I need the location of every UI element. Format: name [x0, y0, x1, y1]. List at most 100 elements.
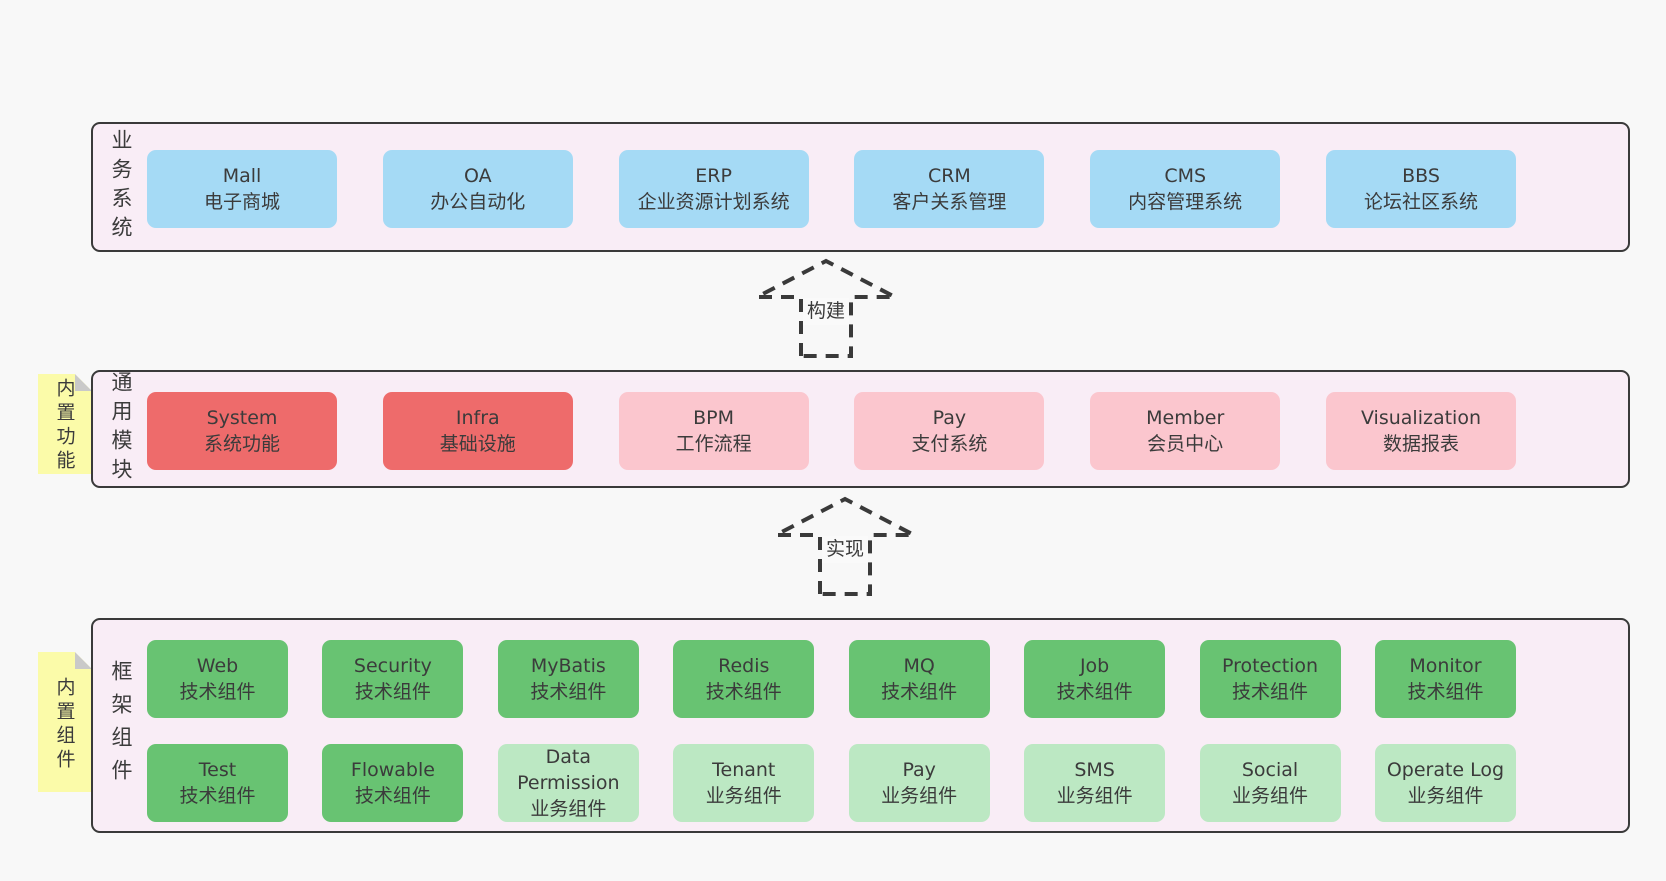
box-title: Protection: [1221, 655, 1319, 677]
box-mq: MQ 技术组件: [848, 640, 990, 718]
box-subtitle: 技术组件: [530, 681, 607, 703]
box-sms: SMS 业务组件: [1024, 744, 1166, 822]
business-systems-panel: 业务系统 Mall 电子商城 OA 办公自动化 ERP 企业资源计划系统 CRM…: [91, 122, 1630, 252]
box-title: Test: [198, 759, 237, 781]
up-arrow-icon: [756, 258, 896, 358]
box-crm: CRM 客户关系管理: [854, 150, 1045, 228]
box-bpm: BPM 工作流程: [618, 392, 809, 470]
box-data-permission: Data Permission 业务组件: [497, 744, 639, 822]
sticky-fold-corner: [75, 652, 92, 669]
box-member: Member 会员中心: [1090, 392, 1281, 470]
box-title: Pay: [932, 407, 967, 429]
box-pay-system: Pay 支付系统: [854, 392, 1045, 470]
box-erp: ERP 企业资源计划系统: [618, 150, 809, 228]
box-title: Web: [196, 655, 239, 677]
box-title: BBS: [1402, 165, 1440, 187]
box-bbs: BBS 论坛社区系统: [1325, 150, 1516, 228]
up-arrow-icon: [775, 496, 915, 596]
box-security: Security 技术组件: [322, 640, 464, 718]
box-subtitle: 技术组件: [705, 681, 782, 703]
box-subtitle: 技术组件: [179, 681, 256, 703]
box-tenant: Tenant 业务组件: [673, 744, 815, 822]
box-title: MyBatis: [530, 655, 606, 677]
box-subtitle: 技术组件: [354, 785, 431, 807]
box-monitor: Monitor 技术组件: [1374, 640, 1516, 718]
box-subtitle: 企业资源计划系统: [637, 191, 790, 213]
box-subtitle: 客户关系管理: [892, 191, 1007, 213]
box-infra: Infra 基础设施: [382, 392, 573, 470]
box-subtitle: 业务组件: [705, 785, 782, 807]
common-modules-panel: 通用模块 System 系统功能 Infra 基础设施 BPM 工作流程 Pay…: [91, 370, 1630, 488]
box-title: Operate Log: [1386, 759, 1505, 781]
box-subtitle: 数据报表: [1382, 433, 1459, 455]
box-title: System: [206, 407, 278, 429]
box-subtitle: 业务组件: [1056, 785, 1133, 807]
box-flowable: Flowable 技术组件: [322, 744, 464, 822]
box-title: Pay: [902, 759, 936, 781]
framework-components-panel: 框架组件 Web 技术组件 Security 技术组件 MyBatis 技术组件…: [91, 618, 1630, 833]
implement-arrow: 实现: [775, 496, 915, 596]
box-title: Mall: [222, 165, 262, 187]
box-subtitle: 工作流程: [675, 433, 752, 455]
box-subtitle: 技术组件: [881, 681, 958, 703]
framework-components-row-1: Web 技术组件 Security 技术组件 MyBatis 技术组件 Redi…: [147, 640, 1516, 718]
business-systems-row: Mall 电子商城 OA 办公自动化 ERP 企业资源计划系统 CRM 客户关系…: [147, 150, 1516, 228]
box-visualization: Visualization 数据报表: [1325, 392, 1516, 470]
box-web: Web 技术组件: [147, 640, 288, 718]
box-subtitle: 业务组件: [530, 798, 607, 820]
box-title: Infra: [455, 407, 500, 429]
box-subtitle: 电子商城: [203, 191, 280, 213]
build-arrow: 构建: [756, 258, 896, 358]
sticky-text: 内置功能: [53, 378, 76, 474]
box-title: Social: [1241, 759, 1299, 781]
box-title: Member: [1146, 407, 1225, 429]
box-test: Test 技术组件: [147, 744, 288, 822]
box-subtitle: 技术组件: [179, 785, 256, 807]
box-subtitle: 内容管理系统: [1128, 191, 1243, 213]
box-redis: Redis 技术组件: [673, 640, 815, 718]
box-title: Flowable: [350, 759, 435, 781]
box-title: OA: [463, 165, 492, 187]
box-title: Data Permission: [517, 746, 620, 794]
box-title: Visualization: [1360, 407, 1481, 429]
box-title: Security: [353, 655, 432, 677]
box-title: ERP: [695, 165, 732, 187]
business-systems-label: 业务系统: [109, 129, 133, 245]
box-system: System 系统功能: [147, 392, 337, 470]
box-subtitle: 技术组件: [354, 681, 431, 703]
box-title: Job: [1079, 655, 1110, 677]
box-title: MQ: [903, 655, 935, 677]
box-operate-log: Operate Log 业务组件: [1374, 744, 1516, 822]
box-title: Tenant: [712, 759, 776, 781]
box-subtitle: 业务组件: [1232, 785, 1309, 807]
box-mybatis: MyBatis 技术组件: [497, 640, 639, 718]
framework-components-label: 框架组件: [109, 659, 133, 792]
sticky-note-builtin-components: 内置组件: [38, 652, 92, 792]
box-title: CRM: [927, 165, 971, 187]
box-subtitle: 基础设施: [439, 433, 516, 455]
box-subtitle: 业务组件: [881, 785, 958, 807]
common-modules-label: 通用模块: [109, 371, 133, 487]
box-subtitle: 办公自动化: [430, 191, 526, 213]
box-pay-component: Pay 业务组件: [848, 744, 990, 822]
box-protection: Protection 技术组件: [1199, 640, 1341, 718]
box-subtitle: 技术组件: [1056, 681, 1133, 703]
common-modules-row: System 系统功能 Infra 基础设施 BPM 工作流程 Pay 支付系统…: [147, 392, 1516, 470]
box-subtitle: 系统功能: [203, 433, 280, 455]
box-title: Redis: [718, 655, 770, 677]
box-mall: Mall 电子商城: [147, 150, 337, 228]
box-title: CMS: [1164, 165, 1207, 187]
box-title: BPM: [693, 407, 735, 429]
sticky-text: 内置组件: [53, 676, 76, 773]
box-subtitle: 支付系统: [911, 433, 988, 455]
box-social: Social 业务组件: [1199, 744, 1341, 822]
box-job: Job 技术组件: [1024, 640, 1166, 718]
implement-arrow-label: 实现: [821, 536, 869, 563]
build-arrow-label: 构建: [802, 298, 850, 325]
box-subtitle: 技术组件: [1232, 681, 1309, 703]
box-title: SMS: [1074, 759, 1115, 781]
framework-components-row-2: Test 技术组件 Flowable 技术组件 Data Permission …: [147, 744, 1516, 822]
box-cms: CMS 内容管理系统: [1090, 150, 1281, 228]
box-subtitle: 技术组件: [1407, 681, 1484, 703]
